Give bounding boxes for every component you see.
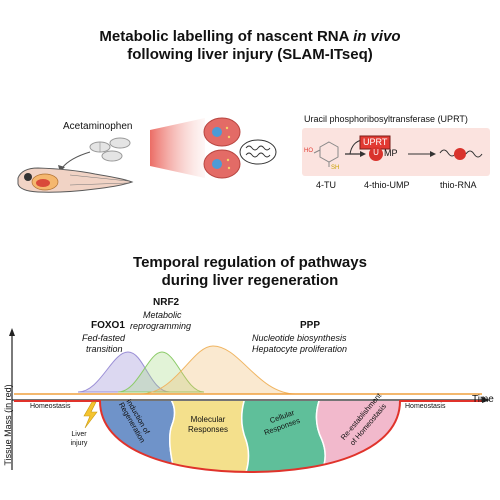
foxo1-desc-2: transition	[86, 344, 123, 354]
enzyme-title: Uracil phosphoribosyltransferase (UPRT)	[304, 114, 468, 124]
compound-4tu: 4-TU	[316, 180, 336, 190]
lightning-icon	[83, 401, 98, 429]
top-illustration	[17, 117, 490, 193]
main-title-emphasis: in vivo	[353, 28, 401, 45]
drug-label: Acetaminophen	[63, 121, 133, 132]
sh-label: SH	[331, 165, 340, 171]
nrf2-desc-2: reprogramming	[130, 321, 192, 331]
uprt-panel	[302, 128, 490, 176]
hepatocyte-icon	[203, 117, 241, 179]
phase2-line2: Responses	[187, 425, 229, 434]
foxo1-peak	[77, 351, 171, 393]
projection-beam	[150, 118, 205, 178]
main-title-line2: following liver injury (SLAM-ITseq)	[127, 46, 373, 63]
x-axis-label: Time	[472, 394, 494, 405]
arrow-icon	[61, 151, 91, 169]
foxo1-name: FOXO1	[91, 320, 125, 331]
uprt-label: UPRT	[363, 137, 388, 147]
homeostasis-right: Homeostasis	[405, 403, 446, 410]
compound-4thio-ump: 4-thio-UMP	[364, 180, 410, 190]
foxo1-desc-1: Fed-fasted	[82, 333, 126, 343]
main-title-text: Metabolic labelling of nascent RNA	[99, 28, 354, 45]
ho-label: HO	[304, 148, 313, 154]
u-letter-1: U	[373, 148, 379, 157]
ppp-peak	[139, 345, 297, 395]
pills-icon	[89, 137, 131, 162]
nrf2-name: NRF2	[153, 297, 180, 308]
ppp-desc-2: Hepatocyte proliferation	[252, 344, 348, 354]
thiouracil-molecule-icon	[313, 141, 339, 167]
rna-icon	[239, 139, 277, 165]
zebrafish-larva-icon	[17, 167, 134, 193]
ppp-desc-1: Nucleotide biosynthesis	[252, 333, 347, 343]
liver-injury-line2: injury	[70, 440, 88, 447]
tissue-mass-curve	[14, 400, 482, 474]
liver-injury-line1: Liver	[71, 431, 87, 438]
uridine-marker	[369, 147, 383, 161]
compound-thio-rna: thio-RNA	[440, 180, 477, 190]
main-title-line1: Metabolic labelling of nascent RNA in vi…	[0, 27, 500, 46]
section-title-line2: during liver regeneration	[161, 272, 339, 289]
nrf2-peak	[117, 351, 205, 393]
y-axis-label: Tissue Mass (in red)	[3, 384, 13, 466]
section-title-line1: Temporal regulation of pathways	[133, 254, 367, 271]
mp-suffix: MP	[384, 148, 398, 158]
phase2-line1: Molecular	[190, 415, 226, 424]
ppp-name: PPP	[300, 320, 321, 331]
nrf2-desc-1: Metabolic	[143, 310, 182, 320]
homeostasis-left: Homeostasis	[30, 403, 71, 410]
